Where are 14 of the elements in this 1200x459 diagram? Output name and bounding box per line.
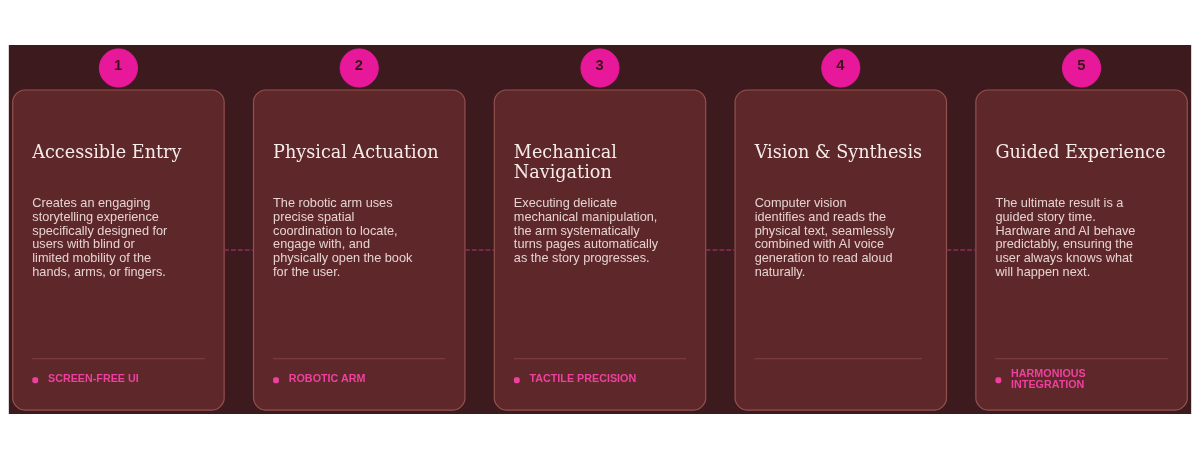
node-box: Vision & Synthesis Computer vision identifies and reads the physical text, seamlessly combined with AI voice generation to read aloud naturally. (734, 89, 948, 411)
connector (464, 249, 495, 251)
node-circle: 4 (821, 48, 861, 88)
node-circle: 2 (339, 48, 379, 88)
connector (705, 249, 736, 251)
node-box: Accessible Entry Creates an engaging storytelling experience specifically designed for users with blind or limited mobility of the hands, arms, or fingers. SCREEN-FREE UI (12, 89, 225, 411)
node-circle: 1 (98, 48, 138, 88)
node-box: Guided Experience The ultimate result is a guided story time. Hardware and AI behave predictably, ensuring the user always knows what will happen next. HARMONIOUS INTEGRATION (975, 89, 1188, 411)
node-circle: 3 (580, 48, 620, 88)
node-box: Mechanical Navigation Executing delicate mechanical manipulation, the arm systematically turns pages automatically as the story progresses. TACTILE PRECISION (493, 89, 707, 411)
connector (223, 249, 254, 251)
node-box: Physical Actuation The robotic arm uses precise spatial coordination to locate, engage with, and physically open the book for the user. ROBOTIC ARM (252, 89, 466, 411)
connector (945, 249, 977, 251)
node-circle: 5 (1062, 48, 1102, 88)
